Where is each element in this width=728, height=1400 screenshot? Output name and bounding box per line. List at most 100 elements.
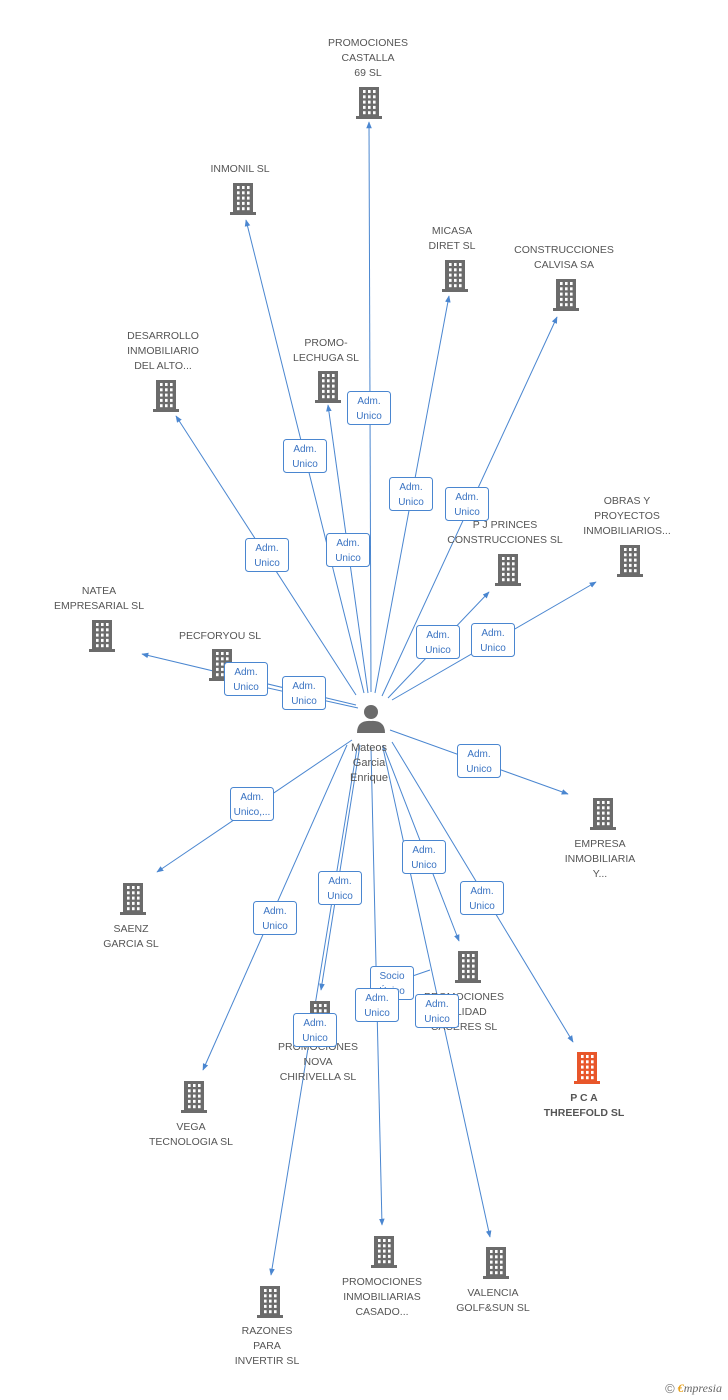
edge-label-line: Unico (424, 1014, 450, 1025)
company-node-empresa[interactable]: EMPRESAINMOBILIARIAY... (565, 798, 636, 880)
edge-label-line: Unico (302, 1033, 328, 1044)
edge-label-obras-6[interactable]: Adm.Unico (471, 623, 515, 657)
company-name-line: DEL ALTO... (134, 360, 192, 372)
edge-label-box[interactable] (415, 994, 459, 1028)
edge-label-box[interactable] (402, 840, 446, 874)
building-icon[interactable] (257, 1286, 283, 1318)
building-icon[interactable] (153, 380, 179, 412)
edge-label-line: Unico (327, 891, 353, 902)
building-icon[interactable] (230, 183, 256, 215)
building-icon[interactable] (617, 545, 643, 577)
edge-label-lechuga-5[interactable]: Adm.Unico (326, 533, 370, 567)
building-icon[interactable] (455, 951, 481, 983)
person-icon[interactable] (357, 705, 385, 733)
building-icon[interactable] (483, 1247, 509, 1279)
edge-label-saenz-11[interactable]: Adm.Unico,... (230, 787, 274, 821)
edge-label-natea-8[interactable]: Adm.Unico (224, 662, 268, 696)
company-name-line: MICASA (432, 225, 472, 237)
edge-label-box[interactable] (445, 487, 489, 521)
building-icon[interactable] (574, 1052, 600, 1084)
building-icon[interactable] (371, 1236, 397, 1268)
building-icon[interactable] (315, 371, 341, 403)
edge-label-line: Adm. (425, 999, 448, 1010)
edge-label-line: Adm. (303, 1018, 326, 1029)
edge-label-calidad-12[interactable]: Adm.Unico (402, 840, 446, 874)
company-node-inmonil[interactable]: INMONIL SL (210, 163, 270, 215)
edge-label-box[interactable] (282, 676, 326, 710)
edge-label-box[interactable] (283, 439, 327, 473)
company-name-line: DESARROLLO (127, 330, 199, 342)
company-name-line: 69 SL (354, 67, 382, 79)
building-icon[interactable] (89, 620, 115, 652)
edge-label-line: Adm. (426, 630, 449, 641)
edge-label-razones-19[interactable]: Adm. Unico (293, 1013, 337, 1047)
edge-label-princes-7[interactable]: Adm.Unico (416, 625, 460, 659)
building-icon[interactable] (553, 279, 579, 311)
edge-label-box[interactable] (347, 391, 391, 425)
company-name-line: SAENZ (113, 923, 149, 935)
edge-label-box[interactable] (355, 988, 399, 1022)
edge-label-castalla-0[interactable]: Adm.Unico (347, 391, 391, 425)
edge-label-box[interactable] (318, 871, 362, 905)
edge-label-box[interactable] (224, 662, 268, 696)
company-name-line: RAZONES (242, 1325, 293, 1337)
edge-label-line: Unico (356, 411, 382, 422)
edge-label-box[interactable] (326, 533, 370, 567)
building-icon[interactable] (442, 260, 468, 292)
brand-logo[interactable]: €mpresia (677, 1381, 722, 1395)
edge-label-pca-14[interactable]: Adm.Unico (460, 881, 504, 915)
edge-label-casado-17[interactable]: Adm. Unico (355, 988, 399, 1022)
building-icon[interactable] (495, 554, 521, 586)
edge-label-box[interactable] (245, 538, 289, 572)
edge-label-line: Adm. (365, 993, 388, 1004)
edge-label-box[interactable] (293, 1013, 337, 1047)
company-name-line: P C A (570, 1092, 598, 1104)
building-icon[interactable] (181, 1081, 207, 1113)
company-node-razones[interactable]: RAZONES PARA INVERTIR SL (235, 1286, 300, 1367)
edge-label-box[interactable] (471, 623, 515, 657)
edge-label-line: Adm. (234, 667, 257, 678)
edge-label-box[interactable] (460, 881, 504, 915)
edge-label-box[interactable] (230, 787, 274, 821)
edge-label-micasa-2[interactable]: Adm.Unico (389, 477, 433, 511)
building-icon[interactable] (590, 798, 616, 830)
company-name-line: PROMO- (304, 337, 348, 349)
edge-label-box[interactable] (457, 744, 501, 778)
company-name-line: VALENCIA (467, 1287, 518, 1299)
edge-label-box[interactable] (416, 625, 460, 659)
edge-label-vega-16[interactable]: Adm.Unico (253, 901, 297, 935)
building-icon[interactable] (120, 883, 146, 915)
edge-label-nova-15[interactable]: Adm.Unico (318, 871, 362, 905)
company-node-casado[interactable]: PROMOCIONESINMOBILIARIASCASADO... (342, 1236, 422, 1318)
building-icon[interactable] (356, 87, 382, 119)
edge-label-line: Unico (335, 553, 361, 564)
person-name-line: Garcia (353, 757, 386, 769)
edge-label-valencia-18[interactable]: Adm. Unico (415, 994, 459, 1028)
edge-label-desarrollo-4[interactable]: Adm.Unico (245, 538, 289, 572)
edge-label-empresa-10[interactable]: Adm.Unico (457, 744, 501, 778)
edge-label-calvisa-3[interactable]: Adm.Unico (445, 487, 489, 521)
edge-label-line: Unico (254, 558, 280, 569)
edge-label-inmonil-1[interactable]: Adm.Unico (283, 439, 327, 473)
company-node-obras[interactable]: OBRAS YPROYECTOSINMOBILIARIOS... (583, 495, 671, 577)
company-name-line: INVERTIR SL (235, 1355, 300, 1367)
edge-label-pecforyou-9[interactable]: Adm.Unico (282, 676, 326, 710)
company-name-line: GOLF&SUN SL (456, 1302, 530, 1314)
edge-label-box[interactable] (253, 901, 297, 935)
edge-label-box[interactable] (389, 477, 433, 511)
edge-label-line: Unico (364, 1008, 390, 1019)
edge-label-line: Unico (454, 507, 480, 518)
company-node-valencia[interactable]: VALENCIA GOLF&SUN SL (456, 1247, 530, 1314)
company-node-lechuga[interactable]: PROMO-LECHUGA SL (293, 337, 359, 403)
company-name-line: PARA (253, 1340, 281, 1352)
